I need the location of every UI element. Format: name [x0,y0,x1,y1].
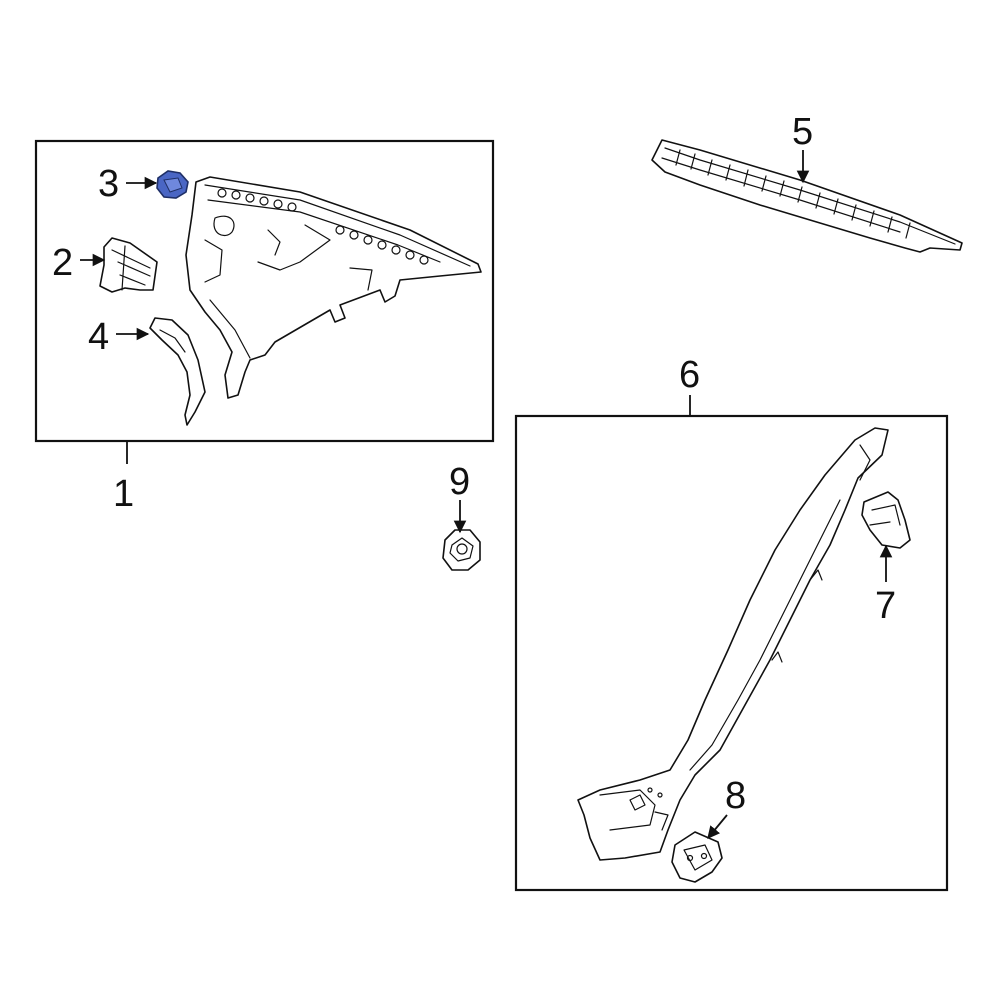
callout-7-label: 7 [875,585,896,627]
callout-2-label: 2 [52,242,73,284]
callout-3-label: 3 [98,163,119,205]
garnish-strip-part [651,139,963,253]
group-6-frame [514,414,949,892]
bracket-block-part [99,237,158,293]
push-clip-part [156,170,189,199]
group-1-frame [34,139,495,443]
quarter-trim-panel [185,176,482,399]
callout-9-label: 9 [449,461,470,503]
callout-8-leader [707,814,728,839]
upper-bracket-part [861,491,911,549]
garnish-strip-ribs [675,149,911,239]
pillar-trim-part [577,427,889,861]
panel-clip-holes [217,188,429,265]
callout-4-label: 4 [88,316,109,358]
curved-trim-strip-part [149,317,206,426]
flange-nut-part [442,529,481,571]
lower-bracket-part [671,831,723,883]
callout-8-label: 8 [725,775,746,817]
callout-1-label: 1 [113,473,134,515]
callout-5-label: 5 [792,111,813,153]
callout-6-label: 6 [679,354,700,396]
